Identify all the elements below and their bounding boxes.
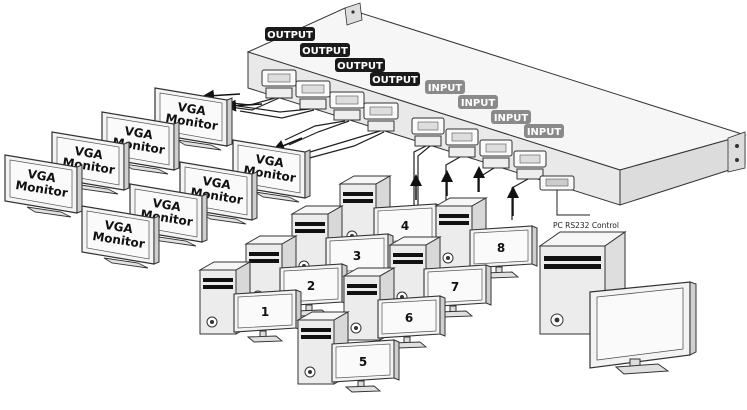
vga-input-port-2 bbox=[445, 128, 479, 158]
vga-input-port-4 bbox=[513, 150, 547, 180]
vga-monitor-label: VGA bbox=[176, 100, 207, 118]
vga-monitor-stand bbox=[254, 191, 300, 203]
computer-monitor-screen bbox=[473, 229, 529, 265]
computer-number-label: 2 bbox=[307, 279, 315, 293]
vga-output-port-3 bbox=[329, 91, 365, 121]
input-label-1: INPUT bbox=[425, 80, 465, 94]
computer-drive-bay bbox=[439, 214, 469, 218]
output-label-1: OUTPUT bbox=[265, 27, 315, 41]
output-label-text: OUTPUT bbox=[302, 46, 348, 57]
computer-number-label: 5 bbox=[359, 355, 367, 369]
vga-monitor-label: VGA bbox=[123, 124, 154, 142]
computer-drive-bay bbox=[393, 260, 423, 264]
control-pc-drive-bay bbox=[544, 256, 601, 261]
computer: 8 bbox=[434, 197, 538, 279]
vga-monitor-stand bbox=[176, 139, 222, 151]
computer-monitor-screen bbox=[335, 343, 391, 379]
computer-drive-bay bbox=[347, 284, 377, 288]
output-label-4: OUTPUT bbox=[370, 72, 420, 86]
output-label-2: OUTPUT bbox=[300, 43, 350, 57]
computer-monitor-screen bbox=[427, 268, 483, 304]
vga-monitor-screen bbox=[9, 159, 73, 209]
control-pc bbox=[538, 231, 697, 375]
input-arrows bbox=[410, 166, 519, 216]
computer-monitor-stand bbox=[246, 335, 284, 343]
computer-number-label: 8 bbox=[497, 241, 505, 255]
connector-group bbox=[261, 69, 575, 191]
computer-drive-bay bbox=[295, 222, 325, 226]
vga-monitor-label: VGA bbox=[151, 196, 182, 214]
rs232-port bbox=[539, 175, 575, 191]
computer-number-label: 1 bbox=[261, 305, 269, 319]
input-label-3: INPUT bbox=[491, 110, 531, 124]
output-arrow-1 bbox=[202, 89, 241, 102]
computer-drive-bay bbox=[301, 335, 331, 339]
rack-ear-right bbox=[727, 131, 746, 173]
vga-monitor-stand bbox=[103, 257, 149, 269]
computer-drive-bay bbox=[249, 259, 279, 263]
computer: 1 bbox=[198, 261, 302, 343]
computer-drive-bay bbox=[343, 199, 373, 203]
computer-drive-bay bbox=[347, 291, 377, 295]
output-label-3: OUTPUT bbox=[335, 58, 385, 72]
computer-drive-bay bbox=[301, 328, 331, 332]
computer-drive-bay bbox=[393, 253, 423, 257]
input-label-text: INPUT bbox=[527, 127, 562, 138]
computer-drive-bay bbox=[439, 221, 469, 225]
input-label-text: INPUT bbox=[428, 83, 463, 94]
output-arrows bbox=[202, 89, 303, 152]
control-pc-drive-bay bbox=[544, 264, 601, 269]
computer-drive-bay bbox=[203, 285, 233, 289]
vga-output-port-1 bbox=[261, 69, 297, 99]
vga-monitor-label: VGA bbox=[73, 144, 104, 162]
computer-number-label: 3 bbox=[353, 249, 361, 263]
output-arrow-3 bbox=[272, 137, 303, 152]
rs232-label: PC RS232 Control bbox=[553, 221, 619, 230]
output-arrow-2 bbox=[224, 99, 263, 112]
computer-drive-bay bbox=[295, 229, 325, 233]
vga-monitor-label: VGA bbox=[201, 174, 232, 192]
output-label-text: OUTPUT bbox=[267, 30, 313, 41]
vga-monitor-label: VGA bbox=[103, 218, 134, 236]
control-pc-monitor-stand bbox=[614, 363, 670, 375]
input-label-text: INPUT bbox=[461, 98, 496, 109]
computer-drive-bay bbox=[249, 252, 279, 256]
computer-number-label: 4 bbox=[401, 219, 409, 233]
computer-group: 4 8 3 7 2 6 1 5 bbox=[198, 175, 538, 393]
control-pc-monitor-screen bbox=[596, 287, 684, 361]
rack-ear-left bbox=[344, 2, 363, 26]
computer-monitor-screen bbox=[237, 293, 293, 329]
vga-output-port-4 bbox=[363, 102, 399, 132]
computer-number-label: 7 bbox=[451, 280, 459, 294]
vga-monitor-label: VGA bbox=[26, 167, 57, 185]
output-cables bbox=[204, 97, 385, 161]
output-label-text: OUTPUT bbox=[372, 75, 418, 86]
computer-drive-bay bbox=[343, 192, 373, 196]
computer-monitor-stand bbox=[344, 385, 382, 393]
input-label-text: INPUT bbox=[494, 113, 529, 124]
computer-drive-bay bbox=[203, 278, 233, 282]
vga-monitor-label: VGA bbox=[254, 152, 285, 170]
computer-number-label: 6 bbox=[405, 311, 413, 325]
vga-monitor-group: VGAMonitorVGAMonitorVGAMonitorVGAMonitor… bbox=[4, 87, 311, 269]
vga-output-port-2 bbox=[295, 80, 331, 110]
vga-monitor-screen bbox=[86, 210, 150, 260]
computer: 6 bbox=[342, 267, 446, 349]
computer: 5 bbox=[296, 311, 400, 393]
output-label-text: OUTPUT bbox=[337, 61, 383, 72]
vga-input-port-3 bbox=[479, 139, 513, 169]
computer-monitor-screen bbox=[381, 299, 437, 335]
input-label-2: INPUT bbox=[458, 95, 498, 109]
vga-input-port-1 bbox=[411, 117, 445, 147]
vga-monitor-stand bbox=[26, 206, 72, 218]
input-label-4: INPUT bbox=[524, 124, 564, 138]
